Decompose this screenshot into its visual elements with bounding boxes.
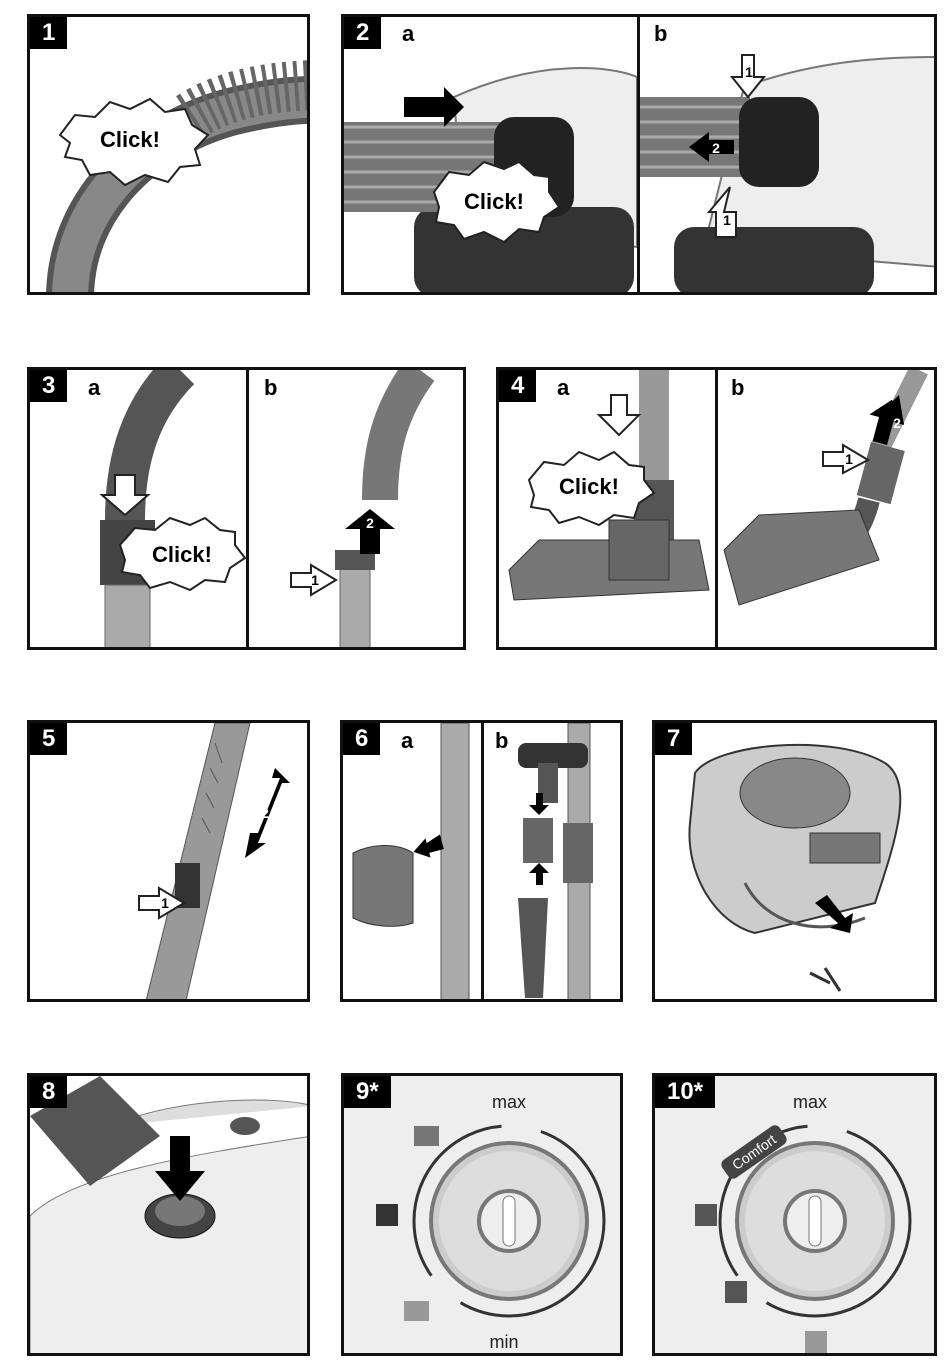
floor-nozzle-illustration: Click! 2 1 [499, 370, 937, 650]
click-label: Click! [559, 474, 619, 499]
divider [715, 370, 718, 647]
step-7-panel: 7 [652, 720, 937, 1002]
step-3-panel: 3 a b Click! 2 1 [27, 367, 466, 650]
step-number: 7 [655, 723, 692, 755]
arrow-icon [529, 863, 549, 885]
suction-dial-icon [805, 1331, 827, 1353]
sub-label-a: a [88, 375, 100, 401]
telescopic-tube-illustration: 1 2 [30, 723, 310, 1002]
step-number: 6 [343, 723, 380, 755]
step-number: 2 [344, 17, 381, 49]
sub-label-b: b [731, 375, 744, 401]
suction-dial-icon [404, 1301, 429, 1321]
sub-label-b: b [654, 21, 667, 47]
divider [637, 17, 640, 292]
suction-dial-icon [695, 1204, 717, 1226]
step-1-panel: 1 Click! [27, 14, 310, 295]
hose-attach-illustration: Click! 1 1 2 [344, 17, 937, 295]
power-button-illustration [30, 1076, 310, 1356]
divider [246, 370, 249, 647]
arrow-2-label: 2 [366, 515, 374, 531]
suction-dial-comfort-illustration: max Comfort [655, 1076, 937, 1356]
arrow-1-label: 1 [311, 572, 319, 588]
click-label: Click! [464, 189, 524, 214]
vacuum-cleaner-illustration [655, 723, 937, 1002]
step-number: 1 [30, 17, 67, 49]
sub-label-b: b [264, 375, 277, 401]
step-number: 9* [344, 1076, 391, 1108]
step-2-panel: 2 a b Click! 1 1 2 [341, 14, 937, 295]
arrow-1-label: 1 [161, 895, 169, 911]
arrow-icon [599, 395, 639, 435]
step-number: 8 [30, 1076, 67, 1108]
arrow-1-label: 1 [845, 451, 853, 467]
suction-dial-icon [376, 1204, 398, 1226]
arrow-2-label: 2 [712, 140, 720, 156]
step-number: 4 [499, 370, 536, 402]
step-number: 3 [30, 370, 67, 402]
sub-label-b: b [495, 728, 508, 754]
dial-max-label: max [492, 1092, 526, 1112]
arrow-2-label: 2 [893, 415, 901, 431]
step-number: 10* [655, 1076, 715, 1108]
step-9-panel: 9* max min [341, 1073, 623, 1356]
suction-dial-illustration: max min [344, 1076, 623, 1356]
step-6-panel: 6 a b [340, 720, 623, 1002]
dial-max-label: max [793, 1092, 827, 1112]
sub-label-a: a [402, 21, 414, 47]
step-8-panel: 8 [27, 1073, 310, 1356]
step-4-panel: 4 a b Click! 2 1 [496, 367, 937, 650]
click-label: Click! [152, 542, 212, 567]
sub-label-a: a [401, 728, 413, 754]
step-10-panel: 10* max Comfort [652, 1073, 937, 1356]
arrow-icon [411, 834, 445, 861]
click-label: Click! [100, 127, 160, 152]
suction-dial-icon [725, 1281, 747, 1303]
suction-dial-icon [414, 1126, 439, 1146]
step-number: 5 [30, 723, 67, 755]
hose-connection-illustration: Click! [30, 17, 310, 295]
step-5-panel: 5 1 2 [27, 720, 310, 1002]
sub-label-a: a [557, 375, 569, 401]
arrow-1b-label: 1 [723, 212, 731, 228]
dial-min-label: min [489, 1332, 518, 1352]
arrow-2-label: 2 [261, 805, 269, 821]
divider [481, 723, 484, 999]
arrow-1-label: 1 [745, 64, 753, 80]
